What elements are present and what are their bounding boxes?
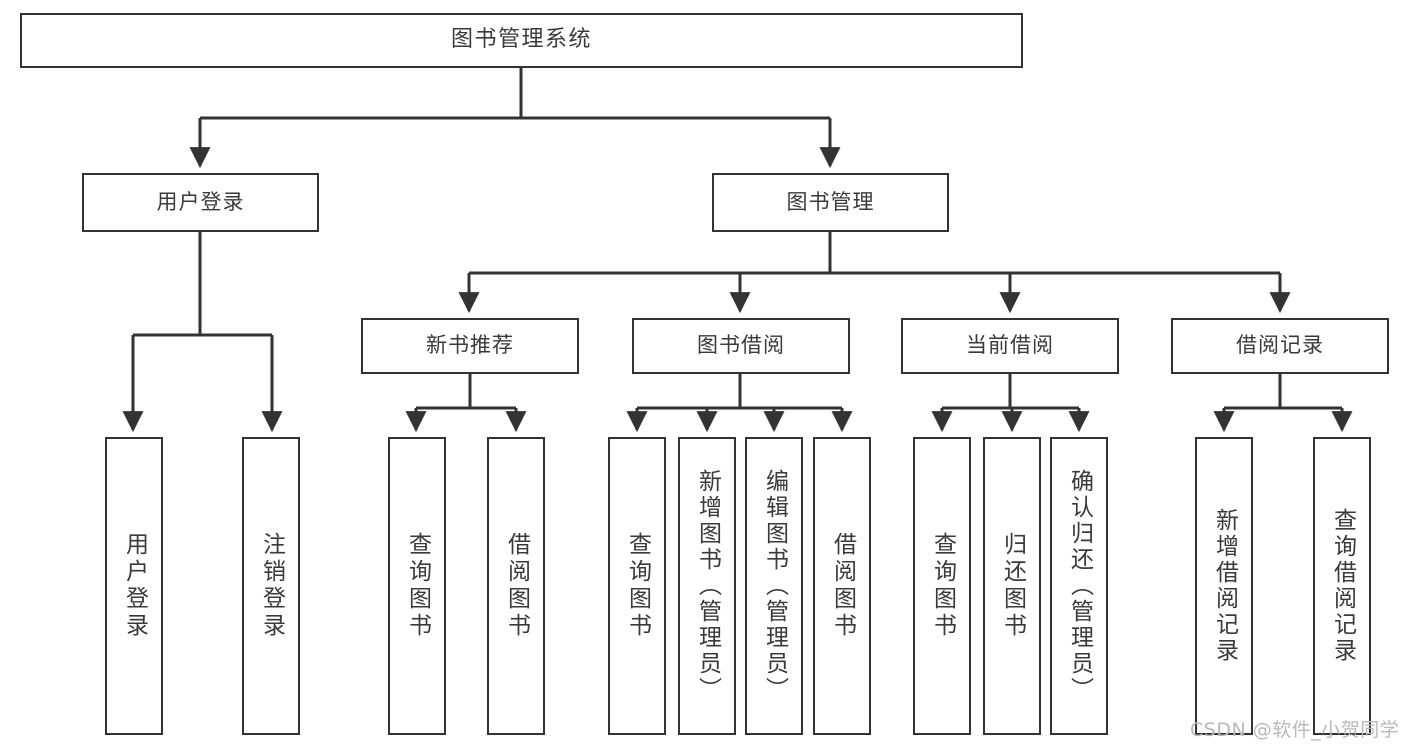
watermark-text: CSDN @软件_小贺同学 [1190,719,1400,741]
node-borrow-record-label: 借阅记录 [1236,333,1324,358]
node-leaf-borrow-book-2[interactable]: 借阅图书 [813,437,871,735]
node-leaf-query-book-1-label: 查询图书 [404,532,431,640]
node-book-manage[interactable]: 图书管理 [712,173,949,232]
node-leaf-user-logout[interactable]: 注销登录 [242,437,300,735]
node-leaf-borrow-book-1-label: 借阅图书 [503,532,530,640]
node-leaf-query-book-3-label: 查询图书 [929,532,956,640]
node-borrow-record[interactable]: 借阅记录 [1171,318,1389,374]
node-new-book-recommend[interactable]: 新书推荐 [361,318,579,374]
node-current-borrow[interactable]: 当前借阅 [901,318,1119,374]
node-book-borrow-label: 图书借阅 [697,333,785,358]
node-root-label: 图书管理系统 [450,27,592,53]
node-book-manage-label: 图书管理 [786,189,875,214]
node-leaf-confirm-return-admin-label: 确认归还（管理员） [1066,469,1093,703]
node-new-book-recommend-label: 新书推荐 [426,333,514,358]
node-leaf-edit-book-admin-label: 编辑图书（管理员） [761,469,788,703]
node-leaf-user-login[interactable]: 用户登录 [105,437,163,735]
node-leaf-confirm-return-admin[interactable]: 确认归还（管理员） [1050,437,1108,735]
node-leaf-user-login-label: 用户登录 [121,532,148,640]
node-leaf-query-borrow-record[interactable]: 查询借阅记录 [1313,437,1371,735]
node-user-login-label: 用户登录 [156,189,245,214]
node-leaf-query-book-2-label: 查询图书 [624,532,651,640]
node-book-borrow[interactable]: 图书借阅 [632,318,850,374]
node-root[interactable]: 图书管理系统 [20,13,1023,68]
node-leaf-user-logout-label: 注销登录 [258,532,285,640]
node-leaf-add-borrow-record[interactable]: 新增借阅记录 [1195,437,1253,735]
node-leaf-add-borrow-record-label: 新增借阅记录 [1211,508,1238,664]
node-leaf-add-book-admin-label: 新增图书（管理员） [694,469,721,703]
node-leaf-edit-book-admin[interactable]: 编辑图书（管理员） [745,437,803,735]
node-leaf-return-book[interactable]: 归还图书 [983,437,1041,735]
node-user-login[interactable]: 用户登录 [82,173,319,232]
node-current-borrow-label: 当前借阅 [966,333,1054,358]
node-leaf-borrow-book-1[interactable]: 借阅图书 [487,437,545,735]
node-leaf-borrow-book-2-label: 借阅图书 [829,532,856,640]
node-leaf-query-book-1[interactable]: 查询图书 [388,437,446,735]
node-leaf-query-book-2[interactable]: 查询图书 [608,437,666,735]
node-leaf-query-borrow-record-label: 查询借阅记录 [1329,508,1356,664]
node-leaf-query-book-3[interactable]: 查询图书 [913,437,971,735]
node-leaf-return-book-label: 归还图书 [999,532,1026,640]
node-leaf-add-book-admin[interactable]: 新增图书（管理员） [678,437,736,735]
